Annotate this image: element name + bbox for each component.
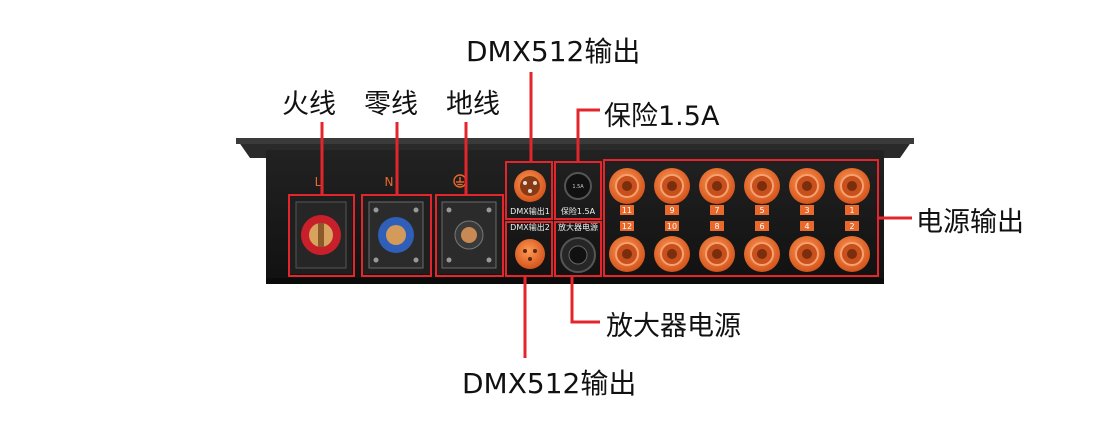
highlight-ground (435, 194, 504, 277)
power-outlet-11 (609, 168, 645, 204)
power-outlet-1 (834, 168, 870, 204)
highlight-dmx1 (505, 161, 553, 220)
callout-ground: 地线 (446, 89, 500, 120)
outlet-number-badge (620, 221, 634, 231)
outlet-number-8: 8 (714, 222, 719, 231)
amp-power-connector (560, 237, 596, 273)
outlet-number-1: 1 (849, 206, 854, 215)
highlight-dmx2 (505, 221, 553, 277)
power-outlet-7 (699, 168, 735, 204)
highlight-amp (554, 221, 602, 277)
outlet-number-6: 6 (759, 222, 764, 231)
dmx1-panel-label: DMX输出1 (510, 206, 550, 216)
outlet-number-10: 10 (667, 222, 677, 231)
power-outlet-3 (789, 168, 825, 204)
callout-dmx-top: DMX512输出 (466, 35, 641, 68)
fuse-panel-label: 保险1.5A (561, 206, 596, 216)
outlet-number-5: 5 (759, 206, 764, 215)
dmx-output-1 (514, 170, 546, 202)
outlet-number-badge (665, 205, 679, 215)
outlet-number-badge (800, 205, 814, 215)
power-outlet-5 (744, 168, 780, 204)
power-outlet-8 (699, 236, 735, 272)
outlet-number-11: 11 (622, 206, 632, 215)
live-connector (290, 196, 352, 274)
outlet-number-3: 3 (804, 206, 809, 215)
callout-live: 火线 (282, 89, 336, 120)
power-outlet-9 (654, 168, 690, 204)
dmx-output-2 (515, 239, 545, 269)
outlet-number-2: 2 (849, 222, 854, 231)
power-outlet-4 (789, 236, 825, 272)
power-outlets: 11 9 7 5 3 1 12 10 8 6 4 2 (609, 168, 870, 272)
ground-connector (436, 196, 502, 274)
neutral-connector (362, 196, 430, 274)
outlet-number-7: 7 (714, 206, 719, 215)
power-outlet-6 (744, 236, 780, 272)
outlet-number-badge (665, 221, 679, 231)
amp-panel-label: 放大器电源 (558, 222, 598, 232)
outlet-number-badge (845, 221, 859, 231)
dmx2-panel-label: DMX输出2 (510, 222, 550, 232)
callout-fuse: 保险1.5A (604, 101, 720, 132)
fuse-cap-text: 1.5A (572, 184, 584, 190)
callout-power-out: 电源输出 (916, 207, 1024, 238)
leader-lines (320, 72, 912, 358)
outlet-number-badge (755, 205, 769, 215)
outlet-number-badge (710, 205, 724, 215)
panel-label-N: N (385, 175, 394, 189)
power-outlet-10 (654, 236, 690, 272)
outlet-number-badge (755, 221, 769, 231)
outlet-number-4: 4 (804, 222, 809, 231)
outlet-number-badge (800, 221, 814, 231)
outlet-number-badge (620, 205, 634, 215)
outlet-number-9: 9 (669, 206, 674, 215)
outlet-number-badge (845, 205, 859, 215)
outlet-number-badge (710, 221, 724, 231)
callout-dmx-bottom: DMX512输出 (462, 367, 637, 400)
power-outlet-2 (834, 236, 870, 272)
callout-neutral: 零线 (364, 89, 418, 120)
callout-amp-power: 放大器电源 (606, 311, 741, 342)
fuse-holder (564, 172, 592, 200)
panel-label-L: L (315, 175, 322, 189)
outlet-number-12: 12 (622, 222, 632, 231)
power-outlet-12 (609, 236, 645, 272)
